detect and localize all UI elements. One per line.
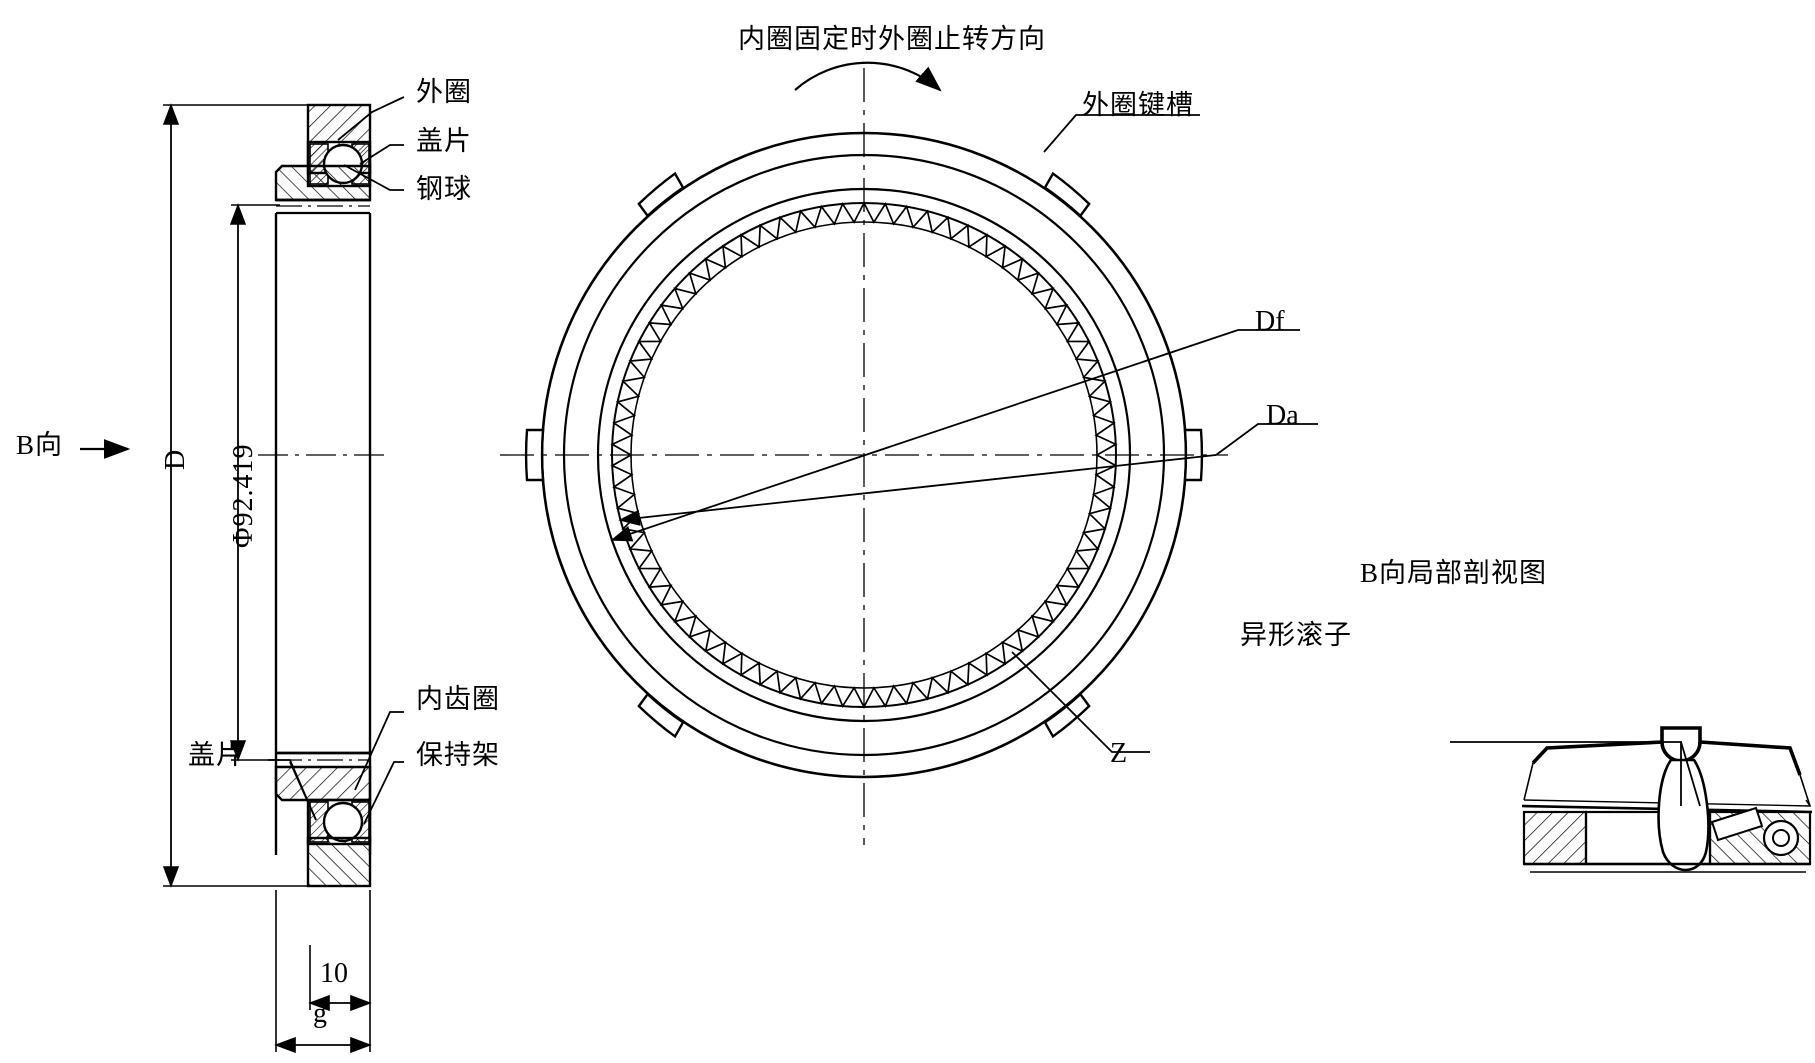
callout-outer-ring-keyway: 外圈键槽 (1082, 90, 1194, 120)
callout-teeth-count: Z (1110, 738, 1128, 769)
front-view-gear-ring (500, 61, 1228, 845)
b-direction-arrow-label: B向 (16, 430, 64, 460)
callout-outer-ring: 外圈 (416, 77, 472, 107)
dimension-width-overall: g (313, 998, 327, 1029)
front-view-title: 内圈固定时外圈止转方向 (738, 24, 1046, 54)
detail-view-title: B向局部剖视图 (1360, 558, 1548, 588)
dimension-pitch-diameter: Φ92.419 (228, 443, 259, 548)
callout-inner-gear-ring: 内齿圈 (416, 684, 500, 714)
dimension-lines-section (80, 103, 390, 1054)
callout-root-diameter: Df (1255, 306, 1285, 337)
dimension-overall-diameter: D (160, 448, 191, 470)
inner-gear-ring-top (274, 164, 372, 215)
callout-cover-plate-top: 盖片 (416, 126, 472, 156)
callout-steel-ball: 钢球 (416, 174, 472, 204)
outer-ring-bottom (306, 836, 372, 888)
leader-lines-front-view (610, 114, 1318, 753)
leader-lines-section (268, 96, 405, 825)
dimension-width-inner: 10 (320, 958, 348, 989)
ring-body-wall (274, 205, 372, 855)
callout-special-roller: 异形滚子 (1240, 620, 1352, 650)
callout-cover-plate-bottom: 盖片 (188, 740, 244, 770)
callout-cage: 保持架 (416, 740, 500, 770)
callout-tip-diameter: Da (1266, 400, 1299, 431)
cross-section-view (274, 103, 372, 888)
detail-section-view (1450, 726, 1813, 873)
inner-gear-ring-bottom (274, 751, 372, 802)
